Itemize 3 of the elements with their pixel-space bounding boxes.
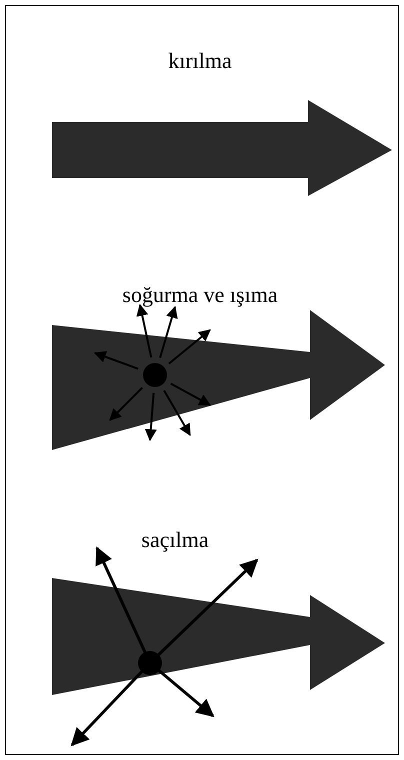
panel-label: kırılma <box>168 48 232 74</box>
panel-label: saçılma <box>141 527 209 553</box>
panel-label: soğurma ve ışıma <box>122 282 278 308</box>
